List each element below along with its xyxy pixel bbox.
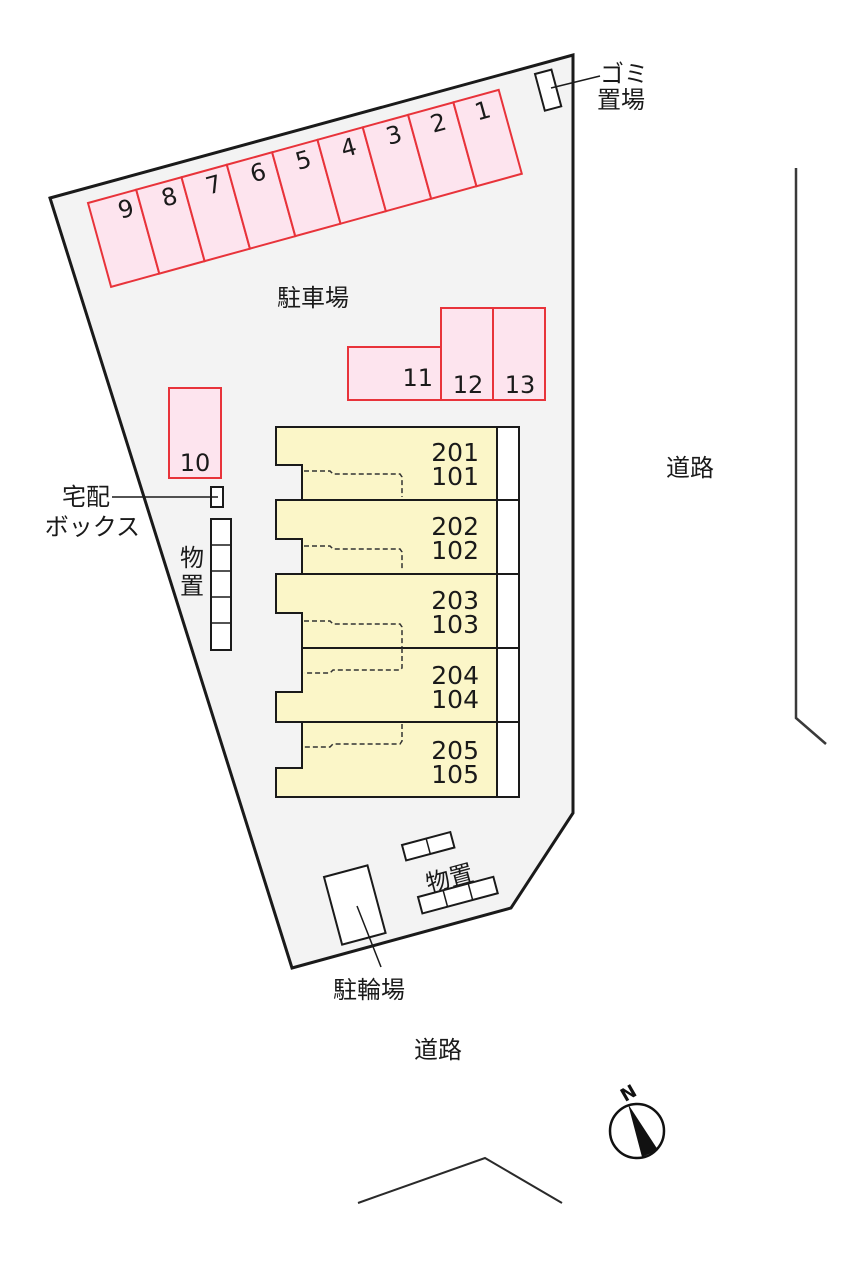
garbage-area[interactable]: ゴミ 置場 — [533, 60, 648, 114]
parking-number: 9 — [115, 194, 137, 225]
road-east: 道路 — [666, 168, 827, 745]
interior-dashed-line — [304, 648, 403, 674]
balcony — [496, 573, 520, 649]
road-edge-line — [794, 168, 827, 745]
parking-number: 6 — [247, 157, 269, 188]
parking-space-1[interactable]: 1 — [452, 88, 524, 188]
parking-space-12[interactable]: 12 — [440, 307, 494, 401]
unit-number-lower: 102 — [431, 536, 479, 565]
parking-number: 5 — [292, 145, 314, 176]
road-south-label: 道路 — [414, 1036, 462, 1064]
unit-number-lower: 103 — [431, 610, 479, 639]
garbage-area-box — [533, 68, 563, 112]
parking-number: 7 — [203, 169, 225, 200]
apartment-building: 201 101 202 102 203 103 204 104 — [275, 426, 520, 798]
leader-line — [550, 75, 601, 89]
road-edge-line — [357, 1156, 563, 1204]
unit-number-upper: 205 — [431, 736, 479, 765]
parking-number: 2 — [427, 108, 449, 139]
bicycle-parking-area — [322, 864, 387, 946]
balcony — [496, 721, 520, 798]
parking-number: 4 — [338, 132, 360, 163]
unit-number-lower: 101 — [431, 462, 479, 491]
bicycle-parking[interactable]: 駐輪場 — [322, 864, 405, 1004]
parking-number: 10 — [180, 449, 211, 477]
parking-number: 13 — [505, 371, 536, 399]
interior-dashed-line — [304, 724, 403, 748]
balcony — [496, 647, 520, 723]
north-label: N — [617, 1081, 641, 1107]
garbage-label-line1: ゴミ — [600, 60, 648, 88]
parking-row-middle: 11 12 13 — [347, 307, 546, 401]
unit-number-lower: 105 — [431, 760, 479, 789]
unit-205-105[interactable]: 205 105 — [275, 721, 520, 798]
storage-left-label-2: 置 — [180, 572, 204, 600]
garbage-label-line2: 置場 — [597, 86, 645, 114]
parking-number: 1 — [472, 95, 494, 126]
bicycle-parking-label: 駐輪場 — [333, 976, 405, 1004]
compass: N — [608, 1081, 666, 1160]
road-south: 道路 — [357, 1036, 563, 1204]
parking-number: 11 — [402, 364, 433, 392]
unit-number-upper: 204 — [431, 661, 479, 690]
compass-needle-icon — [628, 1104, 658, 1157]
unit-203-103[interactable]: 203 103 — [275, 573, 520, 649]
balcony — [496, 499, 520, 575]
interior-dashed-line — [304, 620, 403, 648]
unit-number-lower: 104 — [431, 685, 479, 714]
parking-space-13[interactable]: 13 — [492, 307, 546, 401]
interior-dashed-line — [304, 545, 403, 571]
parking-row-north: 9 8 7 6 5 4 3 2 — [86, 88, 524, 289]
parking-space-10[interactable]: 10 — [168, 387, 222, 479]
unit-202-102[interactable]: 202 102 — [275, 499, 520, 575]
parking-area-label: 駐車場 — [277, 284, 349, 312]
interior-dashed-line — [304, 470, 403, 497]
balcony — [496, 426, 520, 501]
delivery-box[interactable]: 宅配 ボックス — [45, 483, 224, 541]
unit-number-upper: 202 — [431, 512, 479, 541]
unit-204-104[interactable]: 204 104 — [275, 647, 520, 723]
storage-bottom[interactable]: 物置 — [400, 830, 499, 915]
unit-number-upper: 203 — [431, 586, 479, 615]
unit-number-upper: 201 — [431, 438, 479, 467]
parking-space-11[interactable]: 11 — [347, 346, 442, 401]
parking-number: 8 — [158, 182, 180, 213]
delivery-box-label-line1: 宅配 — [62, 483, 110, 511]
storage-left-label-1: 物 — [180, 544, 204, 572]
road-east-label: 道路 — [666, 454, 714, 482]
parking-number: 12 — [453, 371, 484, 399]
unit-201-101[interactable]: 201 101 — [275, 426, 520, 501]
storage-row-lower — [416, 875, 499, 915]
storage-block — [210, 518, 232, 651]
storage-left[interactable]: 物 置 — [180, 518, 232, 651]
parking-number: 3 — [383, 120, 405, 151]
storage-row-upper — [400, 830, 456, 862]
leader-line — [356, 905, 382, 968]
delivery-box-label-line2: ボックス — [45, 513, 140, 541]
